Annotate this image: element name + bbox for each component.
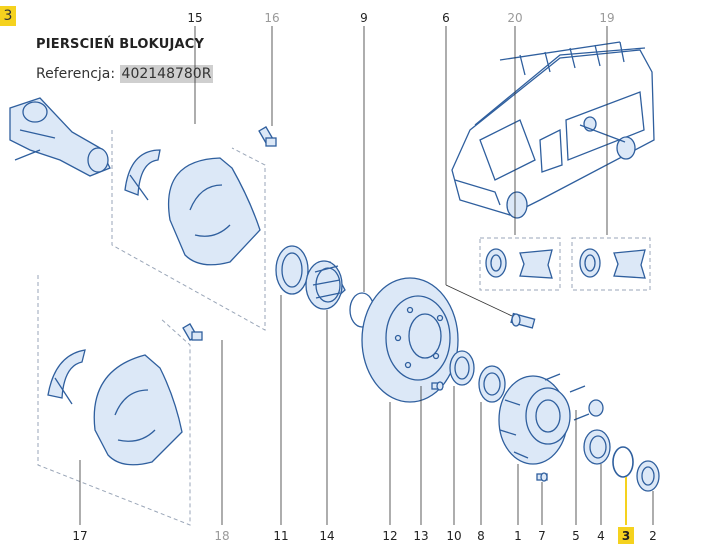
callout-6[interactable]: 6 — [442, 11, 450, 25]
bolt-18 — [182, 323, 203, 341]
callout-9[interactable]: 9 — [360, 11, 368, 25]
axle-knuckle-illustration — [9, 97, 111, 177]
callout-18[interactable]: 18 — [214, 529, 229, 543]
callout-5[interactable]: 5 — [572, 529, 580, 543]
bearing-8 — [478, 365, 506, 403]
seal-10 — [449, 350, 475, 386]
callout-8[interactable]: 8 — [477, 529, 485, 543]
locking-ring-3[interactable] — [612, 446, 634, 478]
callout-17[interactable]: 17 — [72, 529, 87, 543]
screw-13 — [431, 381, 444, 391]
seal-ring-11 — [275, 245, 309, 295]
callout-14[interactable]: 14 — [319, 529, 334, 543]
diagram-index-badge: 3 — [0, 6, 16, 26]
callout-16[interactable]: 16 — [264, 11, 279, 25]
brake-shoes-upper — [124, 149, 161, 201]
part-title: PIERSCIEŃ BLOKUJACY — [36, 37, 205, 52]
screw-7 — [536, 472, 548, 482]
callout-19[interactable]: 19 — [599, 11, 614, 25]
callout-10[interactable]: 10 — [446, 529, 461, 543]
van-illustration — [451, 41, 655, 219]
nut-2 — [636, 460, 660, 492]
cap-5 — [588, 399, 604, 417]
callout-7[interactable]: 7 — [538, 529, 546, 543]
reference-row: Referencja: 402148780R — [36, 65, 214, 83]
bearing-kit-20 — [485, 248, 553, 279]
brake-shoes-lower — [47, 349, 86, 405]
wheel-bolt-6 — [510, 312, 536, 329]
callout-4[interactable]: 4 — [597, 529, 605, 543]
callout-3-highlight — [618, 527, 634, 544]
seal-4 — [583, 429, 611, 465]
dust-shield-lower — [93, 354, 183, 466]
wheel-hub-1 — [498, 373, 590, 465]
reference-value[interactable]: 402148780R — [119, 65, 214, 83]
brake-disc-12 — [361, 277, 459, 403]
callout-1[interactable]: 1 — [514, 529, 522, 543]
callout-20[interactable]: 20 — [507, 11, 522, 25]
group-frame-upper — [111, 130, 266, 331]
callout-11[interactable]: 11 — [273, 529, 288, 543]
callout-2[interactable]: 2 — [649, 529, 657, 543]
callout-15[interactable]: 15 — [187, 11, 202, 25]
group-frame-19 — [571, 237, 651, 291]
leader-lines — [79, 26, 654, 525]
bolt-16 — [258, 126, 277, 147]
dust-shield-upper — [168, 157, 261, 266]
reference-label: Referencja: — [36, 66, 116, 82]
callout-13[interactable]: 13 — [413, 529, 428, 543]
bearing-kit-19 — [579, 248, 646, 279]
group-frame-20 — [479, 237, 561, 291]
bearing-14 — [305, 260, 346, 310]
callout-3[interactable]: 3 — [622, 529, 630, 543]
callout-12[interactable]: 12 — [382, 529, 397, 543]
group-frame-lower — [37, 275, 191, 526]
